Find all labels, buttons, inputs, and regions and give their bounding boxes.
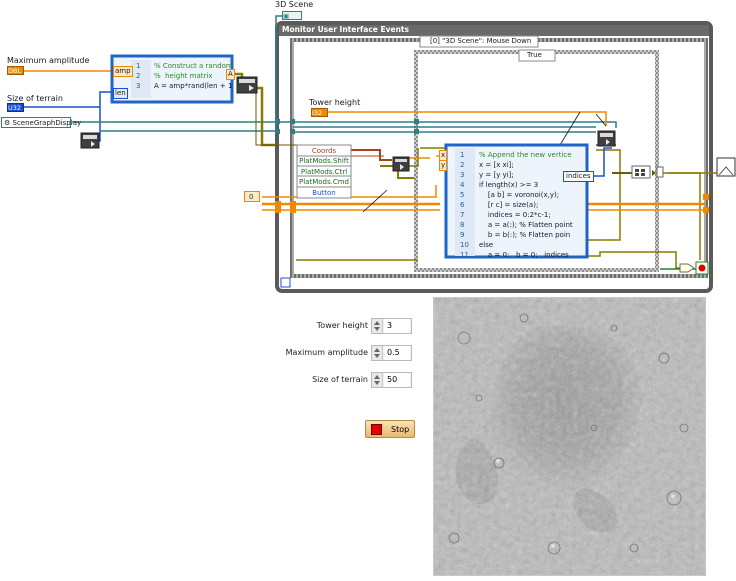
control-label: Maximum amplitude [285, 348, 368, 357]
scene-graph-display-label: SceneGraphDisplay [12, 119, 82, 127]
size-of-terrain-terminal[interactable]: U32 [7, 103, 24, 112]
event-data-item: PlatMods.Ctrl [300, 167, 348, 176]
scene-3d-display[interactable] [433, 297, 706, 576]
script-line-number: 11 [460, 251, 469, 259]
script-line-text: indices = 0:2*c-1; [479, 211, 551, 219]
iteration-terminal [280, 277, 291, 288]
subvi-scene-graph[interactable] [80, 132, 100, 149]
indices-output-terminal: indices [563, 171, 594, 182]
numeric-value[interactable]: 50 [384, 373, 410, 387]
script-line-number: 6 [460, 201, 465, 209]
tower-height-label: Tower height [309, 98, 361, 107]
event-case-selector[interactable]: [0] "3D Scene": Mouse Down [430, 37, 532, 45]
mathscript-node-voronoi[interactable] [444, 143, 589, 259]
script-line-number: 2 [136, 72, 141, 80]
script-line-number: 9 [460, 231, 465, 239]
max-amplitude-terminal[interactable]: DBL [7, 66, 24, 75]
case-selector-true[interactable]: True [527, 51, 542, 59]
moon-surface-image [434, 298, 705, 575]
size-of-terrain-label: Size of terrain [7, 94, 63, 103]
script-line-number: 1 [136, 62, 141, 70]
increment-decrement-icon[interactable] [372, 319, 383, 333]
zero-constant-value: 0 [249, 193, 254, 201]
script-line-number: 2 [460, 161, 465, 169]
stop-terminal[interactable] [695, 261, 709, 275]
loop-tunnels [275, 119, 419, 134]
script-line-number: 4 [460, 181, 465, 189]
script-line-number: 1 [460, 151, 465, 159]
script-line-number: 7 [460, 211, 465, 219]
case-structure[interactable] [414, 49, 659, 272]
script-line-text: % height matrix [154, 72, 213, 80]
subvi-coords[interactable] [392, 156, 410, 172]
yi-input-terminal: y [439, 160, 448, 171]
increment-decrement-icon[interactable] [372, 346, 383, 360]
script-line-text: a = a(:); % Flatten point [479, 221, 573, 229]
a-output-terminal: A [226, 69, 235, 80]
numeric-control[interactable]: 3 [371, 318, 412, 334]
scene-3d-label: 3D Scene [275, 0, 314, 9]
event-structure[interactable] [290, 35, 708, 278]
scene-graph-display-terminal[interactable]: ⚙ SceneGraphDisplay [1, 117, 81, 128]
script-line-number: 10 [460, 241, 469, 249]
len-input-terminal: len [113, 88, 128, 99]
script-line-text: a = 0; b = 0; indices [479, 251, 569, 259]
block-diagram [24, 15, 736, 293]
numeric-value[interactable]: 3 [384, 319, 410, 333]
simple-error-handler[interactable] [716, 157, 736, 177]
index-array-node[interactable] [631, 165, 664, 179]
event-data-node[interactable] [296, 144, 352, 199]
amp-input-terminal: amp [113, 66, 133, 77]
script-line-text: % Construct a random [154, 62, 233, 70]
tower-height-terminal[interactable]: I32 [311, 108, 328, 117]
script-line-text: A = amp*rand(len + 1 [154, 82, 233, 90]
stop-icon [371, 423, 382, 435]
script-line-text: % Append the new vertice [479, 151, 572, 159]
script-line-text: [a b] = voronoi(x,y); [479, 191, 560, 199]
event-data-item: Button [312, 188, 336, 197]
control-label: Size of terrain [312, 375, 368, 384]
increment-decrement-icon[interactable] [372, 373, 383, 387]
numeric-control[interactable]: 50 [371, 372, 412, 388]
subvi-update-scene[interactable] [597, 130, 616, 147]
max-amplitude-label: Maximum amplitude [7, 56, 90, 65]
numeric-value[interactable]: 0.5 [384, 346, 410, 360]
orange-tunnels [275, 194, 709, 213]
script-line-number: 3 [460, 171, 465, 179]
script-line-number: 3 [136, 82, 141, 90]
script-line-text: [r c] = size(a); [479, 201, 539, 209]
mathscript-node-height-matrix[interactable] [110, 54, 234, 104]
script-line-text: if length(x) >= 3 [479, 181, 539, 189]
script-line-text: else [479, 241, 494, 249]
script-line-number: 8 [460, 221, 465, 229]
subvi-reshape[interactable] [236, 76, 258, 94]
stop-button[interactable]: Stop [365, 420, 415, 438]
numeric-control[interactable]: 0.5 [371, 345, 412, 361]
script-line-text: b = b(:); % Flatten poin [479, 231, 571, 239]
stop-button-label: Stop [391, 424, 410, 434]
or-function[interactable] [679, 263, 695, 273]
event-data-item: PlatMods.Shift [299, 157, 349, 166]
event-data-item: Coords [311, 147, 337, 155]
control-label: Tower height [316, 321, 368, 330]
event-data-item: PlatMods.Cmd [299, 178, 349, 187]
while-loop-title: Monitor User Interface Events [282, 25, 409, 34]
scene-3d-terminal[interactable]: ▣ [282, 11, 302, 20]
script-line-text: y = [y yi]; [479, 171, 514, 179]
script-line-number: 5 [460, 191, 465, 199]
zero-constant[interactable]: 0 [244, 191, 260, 202]
script-line-text: x = [x xi]; [479, 161, 514, 169]
